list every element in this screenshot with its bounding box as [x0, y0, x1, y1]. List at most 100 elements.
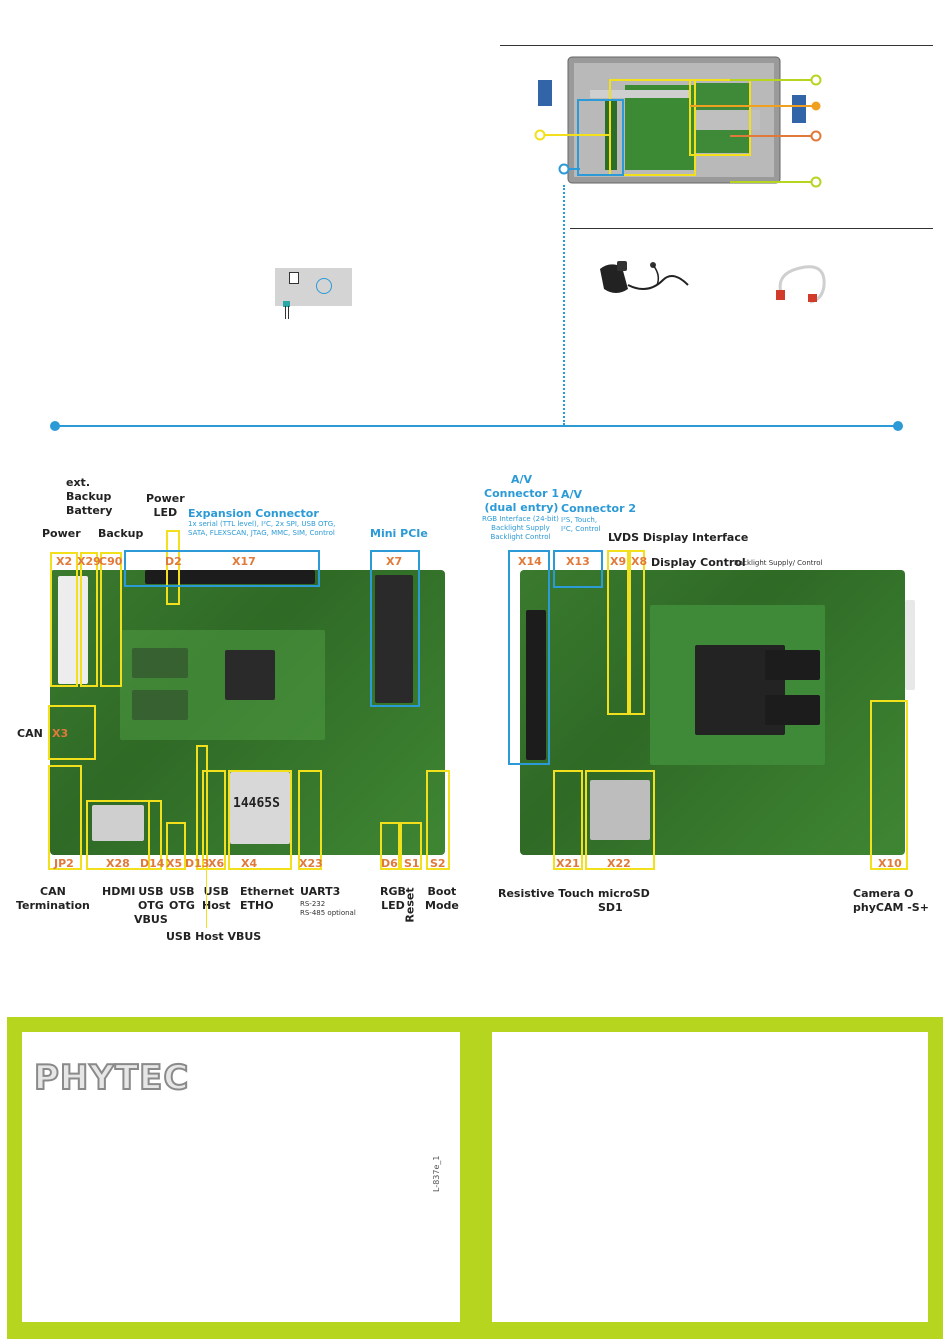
label-ethernet: Ethernet ETHO	[240, 885, 295, 912]
label-display-control: Display Control	[651, 556, 746, 569]
box-x3	[48, 705, 96, 760]
small-grey-panel	[275, 268, 352, 307]
label-usb-otg: USB OTG	[169, 885, 195, 912]
box-x21	[553, 770, 583, 870]
label-expansion-desc: 1x serial (TTL level), I²C, 2x SPI, USB …	[188, 520, 336, 537]
bottom-frame: PHYTEC L-837e_1	[7, 1017, 943, 1339]
conn-x13: X13	[566, 555, 590, 568]
marker-stem	[285, 306, 289, 319]
box-x22	[585, 770, 655, 870]
ddr-chip	[765, 650, 820, 680]
label-resistive-touch: Resistive Touch	[498, 887, 595, 900]
label-rgb-led: RGB LED	[380, 885, 406, 912]
usb-host-vbus-leader	[206, 870, 207, 928]
baseboard-right	[520, 570, 915, 855]
box-x7	[370, 550, 420, 707]
box-x17	[124, 550, 320, 587]
teal-marker-icon	[283, 301, 290, 307]
blue-circle-icon	[316, 278, 332, 294]
phytec-logo: PHYTEC	[33, 1058, 190, 1098]
label-av2-desc: I²S, Touch, I²C, Control	[561, 516, 601, 533]
top-rule	[500, 45, 933, 46]
label-can-termination: CAN Termination	[16, 885, 90, 912]
ddr-chip	[765, 695, 820, 725]
conn-x2: X2	[56, 555, 73, 568]
box-s2	[426, 770, 450, 870]
label-hdmi: HDMI	[102, 885, 136, 898]
hdmi-port	[92, 805, 144, 841]
conn-d13: D13	[185, 857, 210, 870]
conn-x5: X5	[166, 857, 183, 870]
label-usb-otg-vbus: USB OTG VBUS	[134, 885, 168, 926]
rj45-jack	[230, 772, 290, 844]
label-ext-backup-battery: ext. Backup Battery	[66, 476, 113, 517]
dotted-divider	[563, 185, 565, 425]
label-backup: Backup	[98, 527, 144, 540]
conn-x17: X17	[232, 555, 256, 568]
conn-d14: D14	[140, 857, 165, 870]
conn-x7: X7	[386, 555, 403, 568]
expansion-header	[145, 570, 315, 584]
label-uart3: UART3	[300, 885, 341, 898]
power-adapter-image	[600, 261, 689, 293]
timeline-dot-right	[893, 421, 903, 431]
label-microsd: microSD SD1	[598, 887, 650, 914]
conn-d2: D2	[165, 555, 182, 568]
conn-x9: X9	[610, 555, 627, 568]
box-s1	[400, 822, 422, 870]
cpu-module	[120, 630, 325, 740]
timeline-dot-left	[50, 421, 60, 431]
conn-x10: X10	[878, 857, 902, 870]
conn-c90: C90	[99, 555, 123, 568]
ethernet-cable-image	[776, 265, 826, 304]
label-lvds: LVDS Display Interface	[608, 531, 749, 544]
box-x4	[228, 770, 292, 870]
box-x5	[166, 822, 186, 870]
label-can: CAN	[17, 727, 43, 740]
box-d2	[166, 530, 180, 605]
left-panel: PHYTEC L-837e_1	[22, 1032, 460, 1322]
box-x8	[629, 550, 645, 715]
conn-x22: X22	[607, 857, 631, 870]
label-camera: Camera O phyCAM -S+	[853, 887, 929, 914]
conn-x14: X14	[518, 555, 542, 568]
conn-d6: D6	[381, 857, 398, 870]
box-c90	[100, 552, 122, 687]
power-connector	[58, 576, 88, 684]
label-av1-desc: RGB Interface (24-bit) Backlight Supply …	[482, 515, 559, 541]
conn-x28: X28	[106, 857, 130, 870]
box-x10	[870, 700, 908, 870]
connector-right	[905, 600, 915, 690]
document-code: L-837e_1	[432, 1155, 441, 1192]
box-d6	[380, 822, 400, 870]
conn-s2: S2	[430, 857, 446, 870]
conn-x6: X6	[208, 857, 225, 870]
label-usb-host-vbus: USB Host VBUS	[166, 930, 262, 943]
label-uart3-desc: RS-232 RS-485 optional	[300, 900, 356, 917]
display-kit-image	[530, 55, 810, 185]
box-x2	[50, 552, 78, 687]
label-expansion-connector: Expansion Connector	[188, 507, 319, 520]
box-x6	[202, 770, 226, 870]
conn-s1: S1	[404, 857, 420, 870]
label-boot-mode: Boot Mode	[425, 885, 459, 912]
white-square-icon	[289, 272, 299, 284]
box-x23	[298, 770, 322, 870]
label-power-led: Power LED	[146, 492, 185, 519]
conn-x29: X29	[77, 555, 101, 568]
box-x9	[607, 550, 629, 715]
label-usb-host: USB Host	[202, 885, 231, 912]
accessories-rule	[570, 228, 933, 229]
baseboard-left	[50, 570, 445, 855]
label-av-connector-2: A/V Connector 2	[561, 488, 636, 515]
label-power: Power	[42, 527, 81, 540]
kit-callouts	[534, 74, 822, 188]
conn-jp2: JP2	[54, 857, 74, 870]
conn-x8: X8	[631, 555, 648, 568]
box-x13	[553, 550, 603, 588]
header-x14	[526, 610, 546, 760]
conn-x21: X21	[556, 857, 580, 870]
blue-timeline	[55, 425, 897, 427]
box-x29	[80, 552, 98, 687]
label-display-control-desc: Backlight Supply/ Control	[734, 559, 823, 567]
